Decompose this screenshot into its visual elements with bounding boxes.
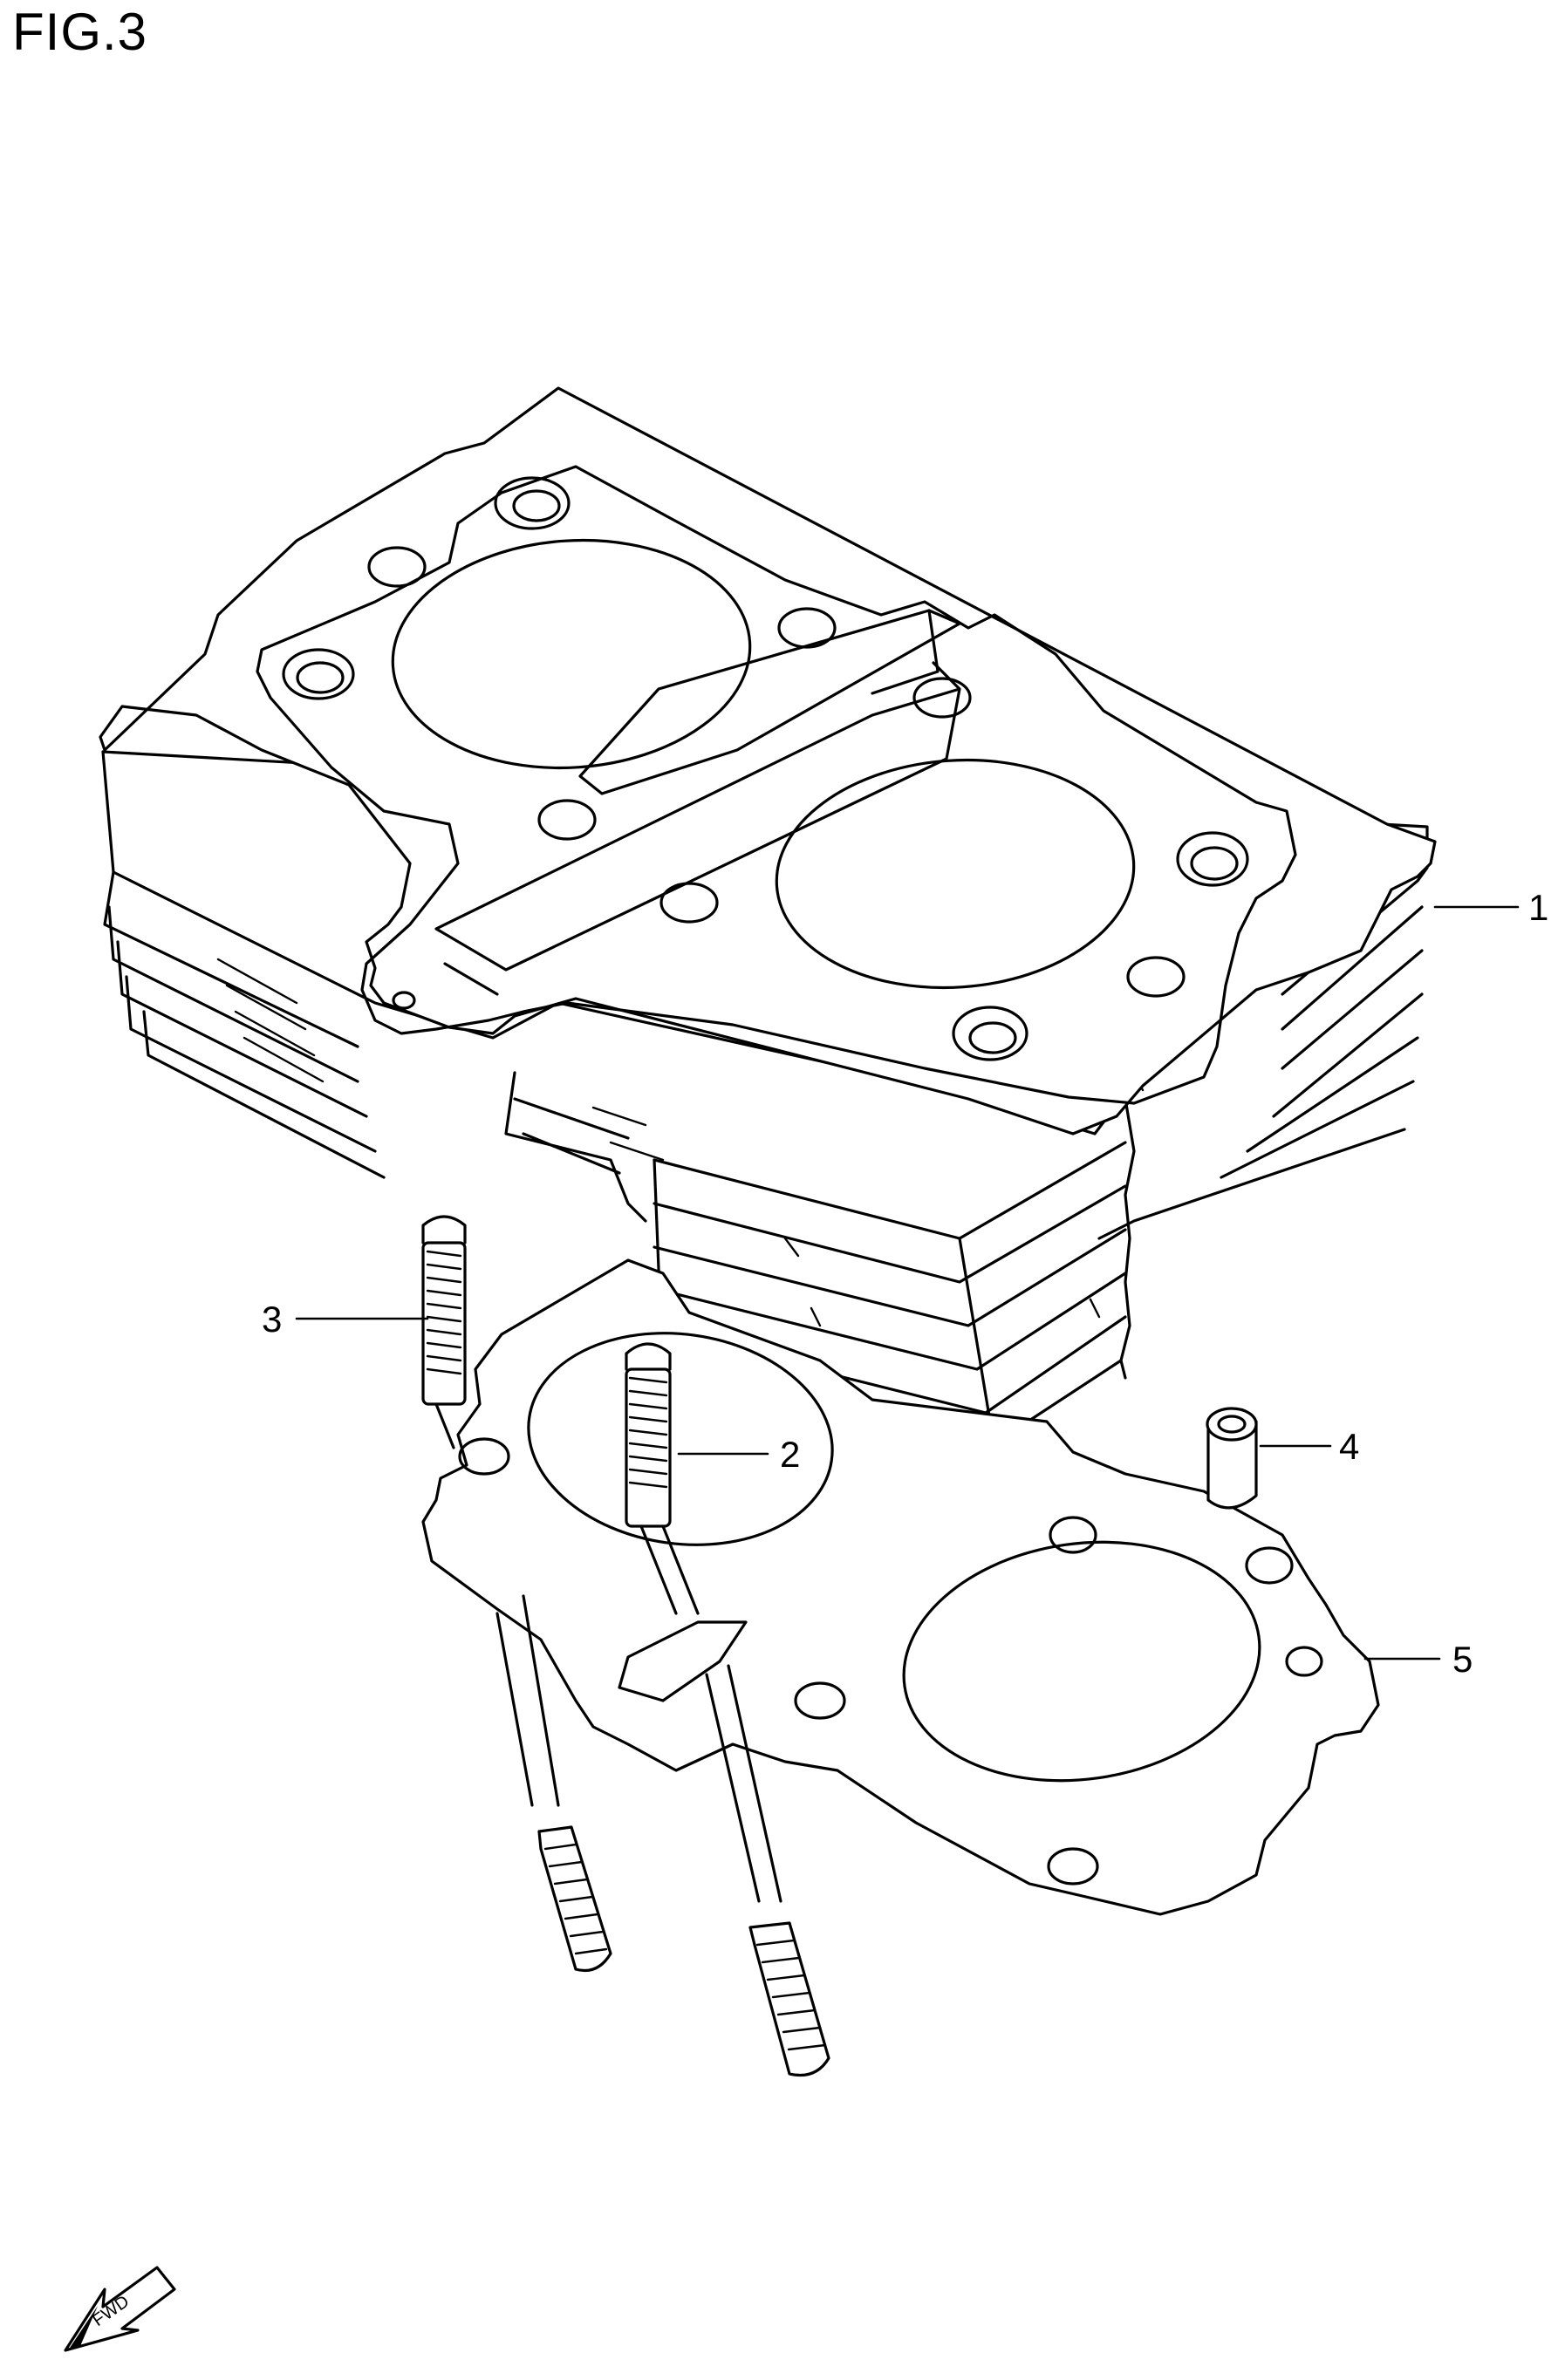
stud-bolt-long <box>421 1215 612 1973</box>
stud-bolt <box>625 1342 830 2077</box>
cylinder-bore-right <box>775 758 1136 990</box>
gasket-bore-left <box>527 1332 834 1546</box>
gasket-bore-right <box>902 1540 1261 1783</box>
cylinder-top-plate <box>99 386 1437 1135</box>
cylinder-block <box>99 386 1437 1449</box>
callout-number-5: 5 <box>1452 1639 1473 1680</box>
callout-number-2: 2 <box>780 1434 800 1475</box>
cylinder-base-gasket <box>421 1258 1380 1916</box>
cylinder-bolt-holes <box>282 476 1249 1061</box>
figure-title: FIG.3 <box>12 3 148 61</box>
fwd-arrow-icon: FWD <box>64 2266 176 2352</box>
callout-leaders <box>295 905 1520 1661</box>
callout-number-3: 3 <box>262 1299 282 1340</box>
gasket-holes <box>458 1437 1323 1886</box>
cylinder-bore-left <box>391 538 752 770</box>
callout-number-1: 1 <box>1528 887 1548 928</box>
callout-number-4: 4 <box>1339 1426 1359 1467</box>
dowel-pin <box>1206 1407 1258 1510</box>
